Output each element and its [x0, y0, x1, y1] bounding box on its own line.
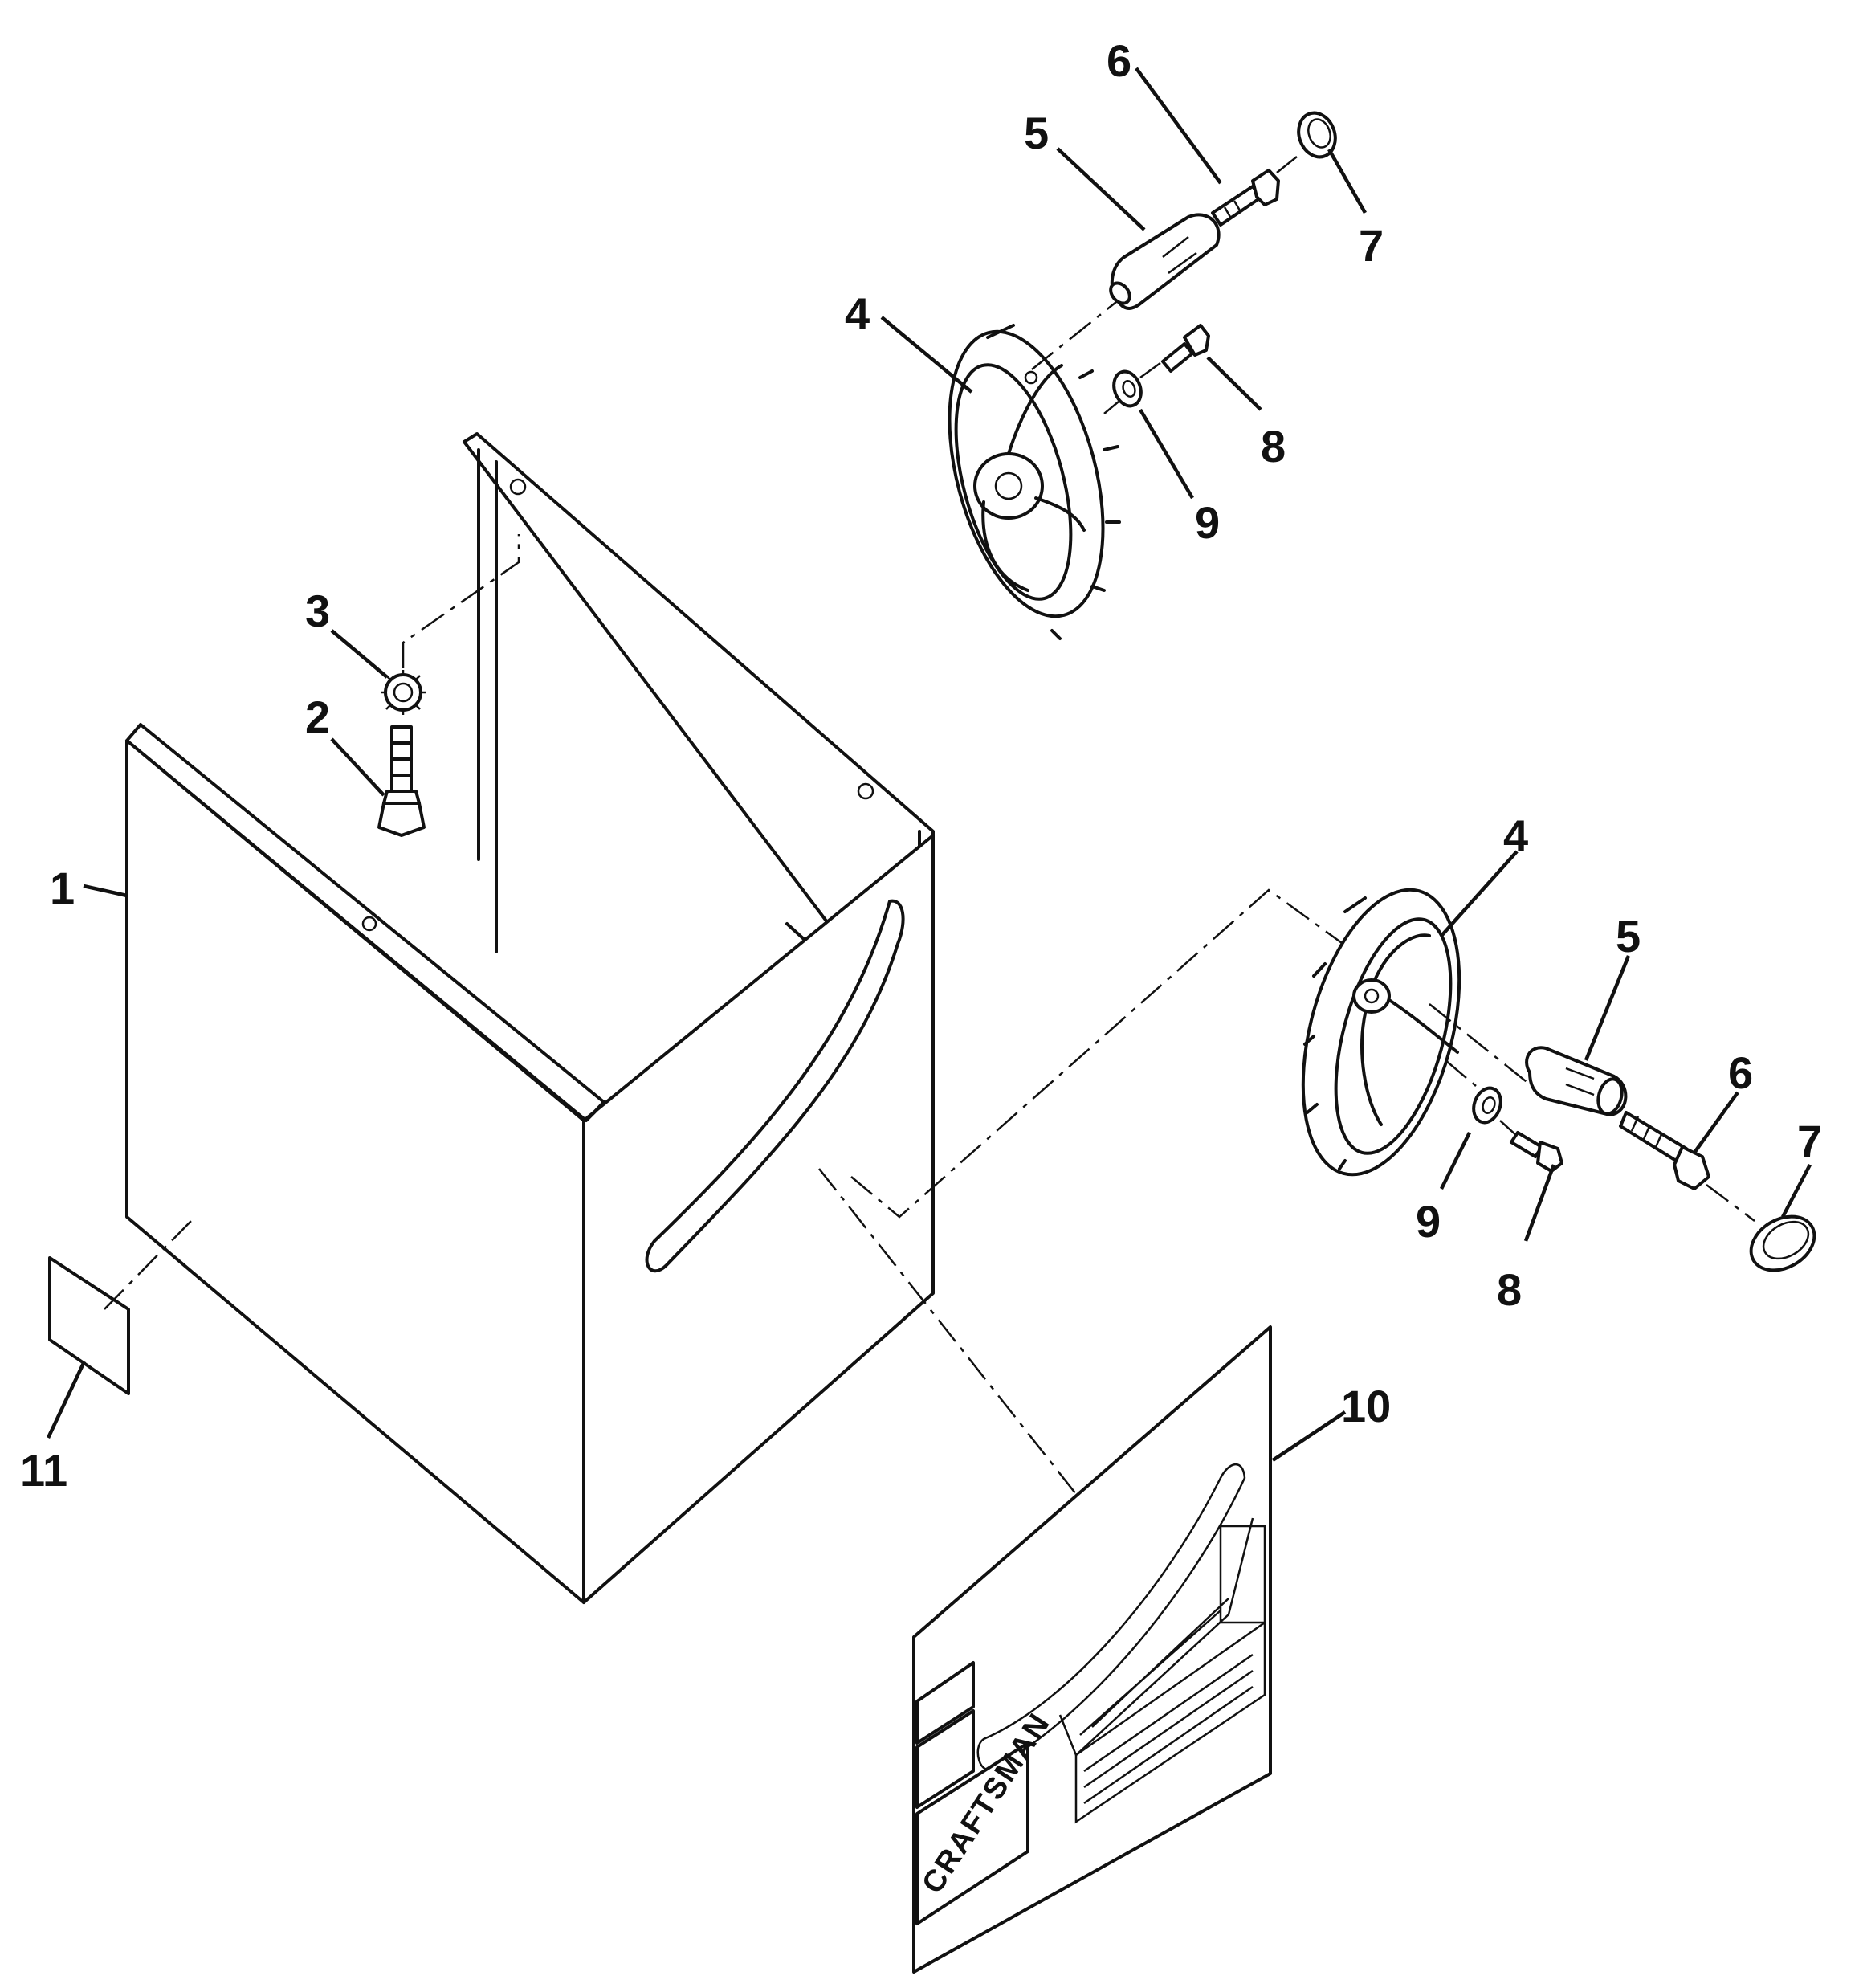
cabinet-part-1	[125, 432, 935, 1604]
callout-2: 2	[305, 692, 330, 742]
callout-8-upper: 8	[1261, 421, 1286, 471]
handle-upper-part-5	[1109, 213, 1221, 310]
callout-7-upper: 7	[1359, 220, 1384, 271]
handwheel-upper-part-4	[948, 324, 1121, 640]
bolt-upper-part-6	[1211, 169, 1280, 227]
callout-5-upper: 5	[1024, 108, 1049, 158]
callout-7-lower: 7	[1797, 1116, 1822, 1166]
cap-lower-part-7	[1749, 1214, 1816, 1272]
callout-4-lower: 4	[1503, 810, 1528, 861]
washer-lower-part-9	[1472, 1086, 1502, 1125]
callout-9-upper: 9	[1195, 497, 1220, 548]
callout-10: 10	[1341, 1381, 1391, 1431]
washer-upper-part-9	[1112, 369, 1143, 408]
callout-4-upper: 4	[845, 288, 870, 339]
bolt-lower-part-6	[1619, 1111, 1710, 1190]
callout-11: 11	[20, 1445, 67, 1496]
callout-5-lower: 5	[1616, 911, 1641, 961]
callout-6-lower: 6	[1728, 1047, 1753, 1098]
callout-9-lower: 9	[1416, 1196, 1441, 1247]
carriage-bolt-part-2	[377, 725, 426, 837]
decal-part-10: CRAFTSMAN	[912, 1325, 1272, 1974]
cap-upper-part-7	[1297, 111, 1337, 159]
callout-labels: 1 2 3 4 5 6 7 8 9 4 5 6 7 8 9 10 11	[20, 35, 1822, 1496]
screw-lower-part-8	[1510, 1131, 1563, 1173]
lock-washer-part-3	[381, 670, 426, 715]
callout-6-upper: 6	[1107, 35, 1131, 86]
screw-upper-part-8	[1161, 324, 1210, 373]
callout-1: 1	[50, 863, 75, 913]
handwheel-lower-part-4	[1301, 888, 1461, 1177]
handle-lower-part-5	[1525, 1046, 1628, 1116]
callout-8-lower: 8	[1497, 1264, 1522, 1315]
callout-3: 3	[305, 586, 330, 636]
label-part-11	[48, 1256, 130, 1395]
leader-lines	[46, 67, 1812, 1462]
